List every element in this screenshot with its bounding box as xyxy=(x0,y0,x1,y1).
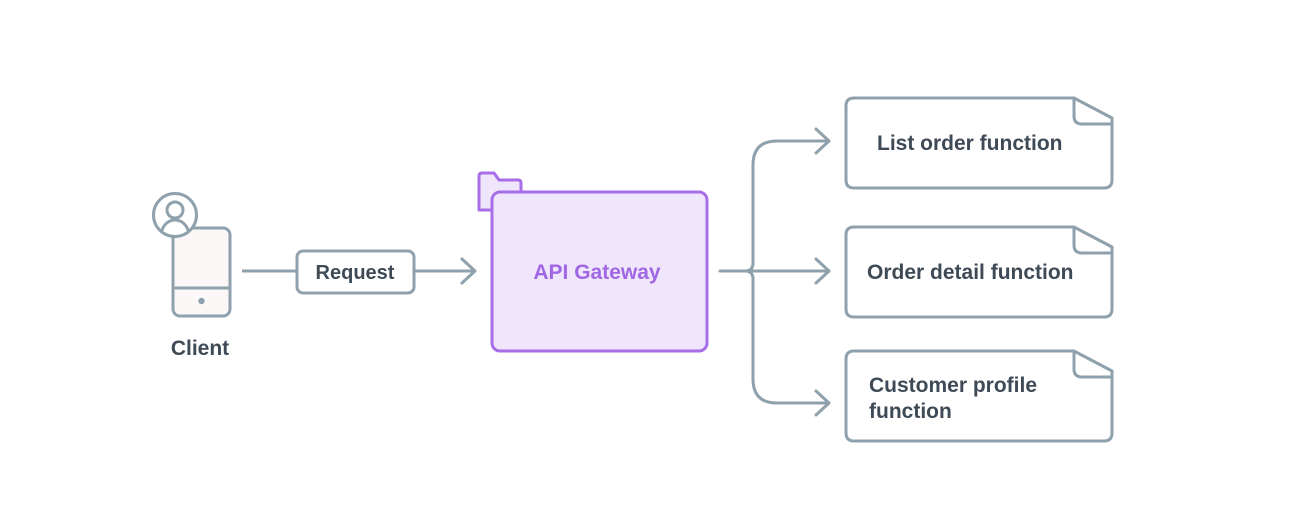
api-gateway-label: API Gateway xyxy=(533,261,661,284)
arrowhead-icon xyxy=(814,389,831,417)
page-fold-icon xyxy=(1072,227,1112,255)
phone-icon xyxy=(171,226,232,318)
function-label-line-1: Customer profile xyxy=(869,374,1037,397)
function-order-detail: Order detail function xyxy=(844,225,1114,319)
client-to-gateway-connector xyxy=(242,257,477,285)
request-box: Request xyxy=(295,249,416,295)
user-avatar-icon xyxy=(152,192,198,238)
api-gateway-node: API Gateway xyxy=(477,171,709,353)
function-customer-profile: Customer profile function xyxy=(844,349,1114,443)
function-label-line-2: function xyxy=(869,400,952,423)
function-label: List order function xyxy=(877,132,1063,155)
function-list-order: List order function xyxy=(844,96,1114,190)
arrowhead-icon xyxy=(460,257,477,285)
arrowhead-icon xyxy=(814,257,831,285)
client-label: Client xyxy=(171,337,229,360)
page-fold-icon xyxy=(1072,351,1112,379)
gateway-to-functions-connector xyxy=(718,127,831,417)
function-label: Order detail function xyxy=(867,261,1074,284)
client-node: Client xyxy=(152,192,232,360)
page-fold-icon xyxy=(1072,98,1112,126)
arrowhead-icon xyxy=(814,127,831,155)
request-label: Request xyxy=(316,262,395,284)
